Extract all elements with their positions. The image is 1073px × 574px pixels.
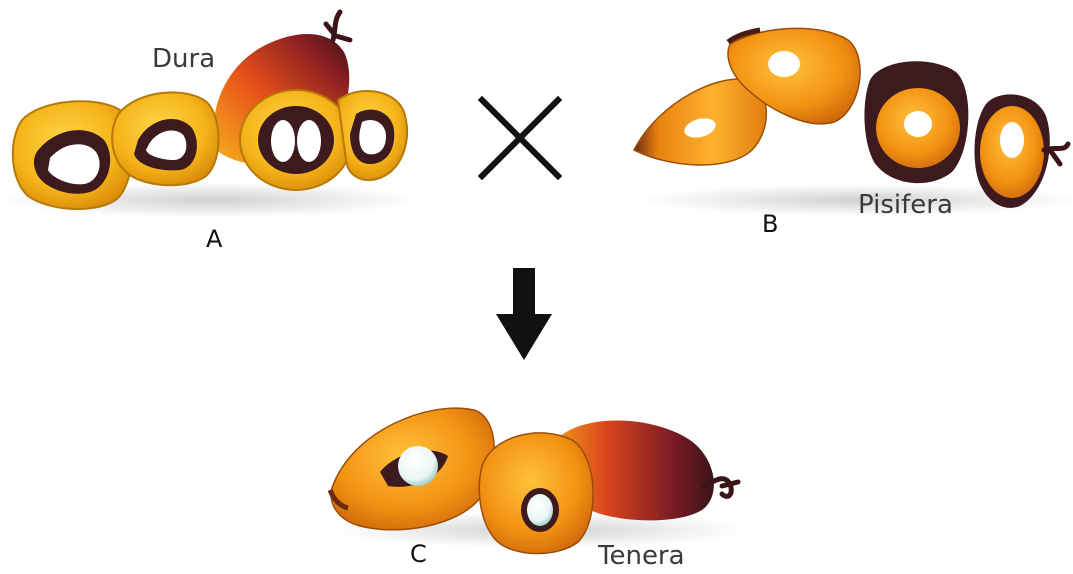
tenera-label: Tenera: [598, 541, 685, 571]
pisifera-fruit-group: [634, 28, 1073, 216]
tenera-slice-1: [330, 408, 494, 530]
dura-slice-4: [338, 91, 407, 180]
panel-letter-a: A: [206, 225, 222, 253]
dura-label: Dura: [152, 44, 215, 74]
dura-fruit-group: [0, 12, 420, 218]
panel-letter-b: B: [762, 210, 778, 238]
dura-slice-3: [240, 90, 352, 190]
arrow-down-icon: [496, 268, 552, 360]
tenera-fruit-group: [330, 408, 750, 553]
pisifera-slice-3: [864, 61, 968, 183]
multiply-icon: [482, 100, 558, 176]
tenera-slice-2: [479, 433, 593, 554]
pisifera-label: Pisifera: [858, 190, 953, 220]
pisifera-slice-4: [974, 94, 1068, 208]
dura-slice-2: [112, 92, 218, 185]
pisifera-slice-1: [634, 79, 766, 165]
panel-letter-c: C: [410, 540, 427, 568]
